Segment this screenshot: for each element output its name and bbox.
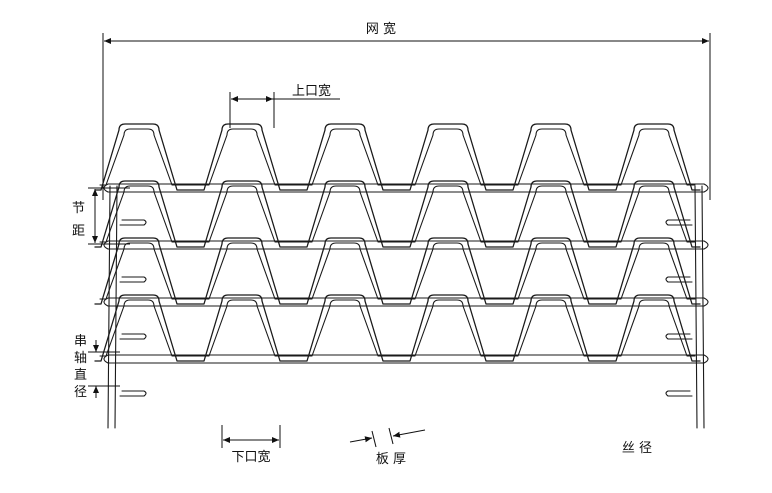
wave-row-inner	[99, 128, 696, 186]
left-end-hook	[103, 354, 147, 397]
wave-row-inner	[99, 299, 696, 357]
side-rail	[701, 185, 705, 429]
pitch-dimension: 节 距	[72, 187, 130, 245]
side-rail	[114, 185, 118, 429]
pitch-label-2: 距	[72, 224, 85, 239]
wave-row-outer	[94, 237, 701, 305]
bottom-opening-label: 下口宽	[231, 449, 270, 465]
net-width-dimension: 网 宽	[102, 21, 711, 200]
bottom-opening-dimension: 下口宽	[221, 425, 281, 465]
side-rail	[694, 185, 698, 429]
left-end-hook	[103, 240, 147, 283]
right-end-hook	[665, 297, 709, 340]
right-end-hook	[665, 183, 709, 226]
top-opening-label: 上口宽	[292, 83, 331, 99]
right-end-hook	[665, 354, 709, 397]
side-rail	[107, 185, 111, 429]
rod-label-3: 直	[74, 368, 87, 383]
rod-diameter-dimension: 串 轴 直 径	[74, 334, 120, 400]
rod-label-1: 串	[74, 334, 87, 349]
wave-row-outer	[94, 123, 701, 191]
top-opening-dimension: 上口宽	[229, 83, 340, 128]
right-end-hook	[665, 240, 709, 283]
wave-row-outer	[94, 294, 701, 362]
rod-label-2: 轴	[74, 351, 87, 366]
wave-row-inner	[99, 185, 696, 243]
rod-label-4: 径	[74, 385, 87, 400]
wave-row-outer	[94, 180, 701, 248]
wire-diameter-label: 丝 径	[622, 441, 652, 456]
plate-thickness-dimension: 板 厚	[349, 427, 426, 467]
plate-thickness-label: 板 厚	[376, 452, 406, 467]
wire-mesh	[94, 123, 709, 429]
left-end-hook	[103, 297, 147, 340]
pitch-label-1: 节	[72, 201, 85, 216]
wave-row-inner	[99, 242, 696, 300]
net-width-label: 网 宽	[366, 21, 396, 37]
